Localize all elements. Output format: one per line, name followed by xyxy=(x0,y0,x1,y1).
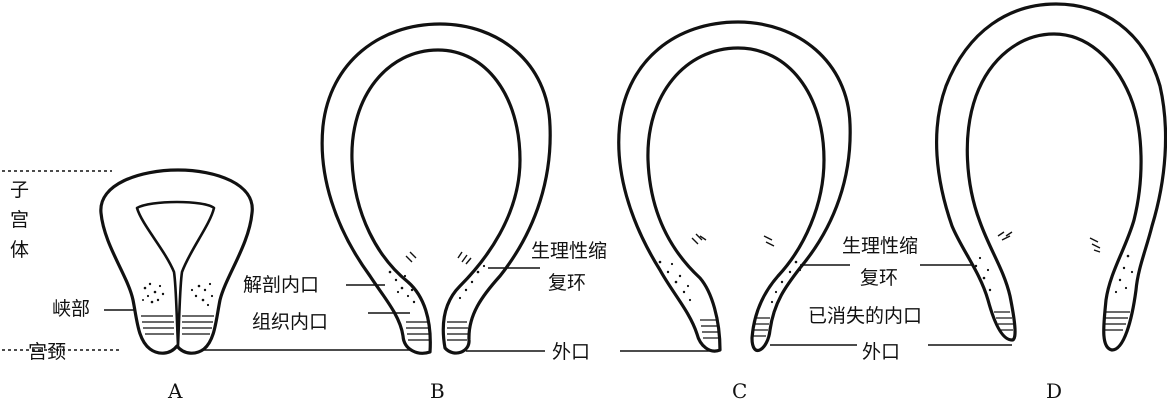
cervix-label: 宫颈 xyxy=(28,341,66,363)
physiological-ring-d-line1: 生理性缩 xyxy=(842,235,918,257)
vanished-internal-os-label: 已消失的内口 xyxy=(808,305,922,327)
histological-internal-os-label: 组织内口 xyxy=(252,311,328,333)
stage-letter-d: D xyxy=(1046,379,1062,402)
physiological-ring-d-line2: 复环 xyxy=(860,267,898,289)
stage-letter-c: C xyxy=(732,379,747,402)
stage-letter-b: B xyxy=(430,379,445,402)
uterus-stage-d xyxy=(937,4,1166,350)
physiological-ring-b-line1: 生理性缩 xyxy=(531,240,607,262)
uterine-body-char-3: 体 xyxy=(10,239,29,261)
uterine-body-char-2: 宫 xyxy=(10,209,29,231)
uterus-stage-c xyxy=(619,22,850,351)
anatomical-internal-os-label: 解剖内口 xyxy=(243,274,319,296)
uterus-stage-a xyxy=(101,170,252,353)
isthmus-label: 峡部 xyxy=(52,298,90,320)
uterine-body-char-1: 子 xyxy=(10,179,29,201)
external-os-d-label: 外口 xyxy=(862,341,900,363)
uterus-stage-b xyxy=(322,24,550,353)
physiological-ring-b-line2: 复环 xyxy=(548,272,586,294)
external-os-b-label: 外口 xyxy=(552,341,590,363)
stage-letter-a: A xyxy=(167,379,183,402)
